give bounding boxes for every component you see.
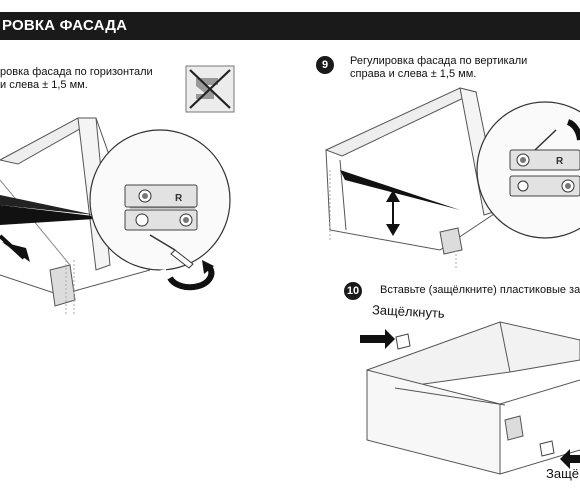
vertical-adjust-arrow-icon <box>386 190 400 236</box>
plastic-cap-insert-bottom <box>539 440 580 469</box>
step9-badge: 9 <box>316 56 334 74</box>
no-tool-icon <box>185 65 235 113</box>
section-title: РОВКА ФАСАДА <box>2 17 128 34</box>
click-label-bottom: Защё <box>546 466 580 481</box>
step10-badge: 10 <box>344 282 362 300</box>
step9-line2: справа и слева ± 1,5 мм. <box>350 68 477 80</box>
step8-magnifier: R <box>89 129 231 294</box>
section-header: РОВКА ФАСАДА <box>0 12 580 40</box>
step8-line1: ровка фасада по горизонтали <box>0 66 153 78</box>
step10-line1: Вставьте (защёлкните) пластиковые загл <box>380 284 580 296</box>
step8-line2: и слева ± 1,5 мм. <box>0 79 88 91</box>
step9-magnifier: R <box>476 101 580 239</box>
step8-side-letter: R <box>175 193 183 204</box>
step9-line1: Регулировка фасада по вертикали <box>350 55 528 67</box>
step9-side-letter: R <box>556 156 564 167</box>
rotation-arrow-icon <box>167 266 215 291</box>
plastic-cap-insert-top <box>360 329 411 350</box>
